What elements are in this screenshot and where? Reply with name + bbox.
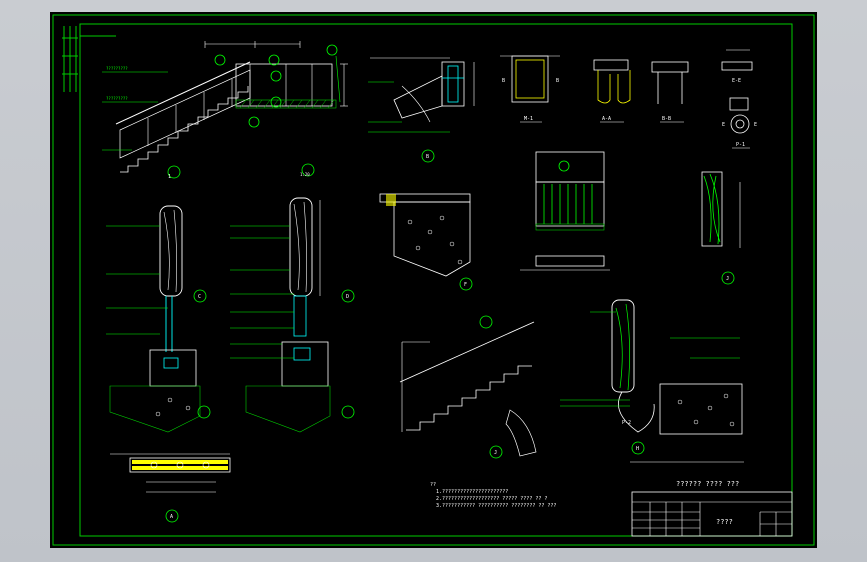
notes-heading: ??: [430, 482, 436, 488]
detail-d-view: D: [230, 197, 355, 433]
stair-elev-scale: 1:20: [300, 172, 310, 177]
bb-label: B-B: [662, 116, 671, 122]
general-notes: ?? 1.?????????????????????? 2.??????????…: [430, 482, 556, 509]
drawing-canvas: ????????? ????????? 1 1:20: [52, 14, 815, 546]
svg-text:?????????: ?????????: [106, 96, 128, 101]
detail-c-callout: C: [198, 294, 201, 300]
bb-view: B-B: [651, 61, 689, 123]
ee-label: E-E: [732, 78, 741, 84]
drawing-sheet[interactable]: ????????? ????????? 1 1:20: [50, 12, 817, 548]
section-b-callout: B: [426, 154, 429, 160]
p2-label: P-2: [622, 420, 631, 426]
ee-view: E-E E E P-1: [721, 49, 757, 149]
drawing-subtitle: ????: [716, 518, 733, 526]
svg-text:?????????: ?????????: [106, 66, 128, 71]
detail-a-callout: A: [170, 514, 173, 520]
note-2: 2.??????????????????? ????? ???? ?? ?: [436, 496, 547, 502]
railing-detail-view: [520, 151, 610, 271]
section-b-view: B: [368, 57, 475, 163]
detail-f-callout: F: [464, 282, 467, 288]
detail-j-view: J: [701, 171, 741, 285]
outer-border: [52, 14, 815, 546]
detail-a-view: A: [110, 453, 231, 523]
binding-strip: [62, 26, 116, 92]
m1-label: M-1: [524, 116, 533, 122]
svg-text:B: B: [556, 78, 559, 84]
aa-view: A-A: [593, 59, 631, 123]
detail-f-view: F: [379, 193, 473, 291]
svg-text:E: E: [754, 122, 757, 128]
detail-h-view: P-2 H: [560, 299, 744, 463]
title-block: ?????? ???? ??? ????: [631, 480, 793, 537]
svg-text:E: E: [722, 122, 725, 128]
note-3: 3.??????????? ?????????? ???????? ?? ???: [436, 503, 556, 509]
stair-elevation-2-view: J: [399, 315, 537, 459]
inner-border: [79, 23, 793, 537]
drawing-title: ?????? ???? ???: [676, 480, 739, 488]
stair-elev-label: 1: [168, 174, 171, 180]
detail-c-view: C: [106, 205, 211, 433]
m1-view: B B M-1: [500, 55, 560, 123]
detail-j2-callout: J: [494, 450, 497, 456]
stair-elevation-view: ????????? ????????? 1 1:20: [102, 41, 348, 180]
detail-j-callout: J: [726, 276, 729, 282]
aa-label: A-A: [602, 116, 611, 122]
p1-label: P-1: [736, 142, 745, 148]
detail-d-callout: D: [346, 294, 349, 300]
detail-h-callout: H: [636, 446, 639, 452]
svg-text:B: B: [502, 78, 505, 84]
note-1: 1.??????????????????????: [436, 489, 508, 495]
